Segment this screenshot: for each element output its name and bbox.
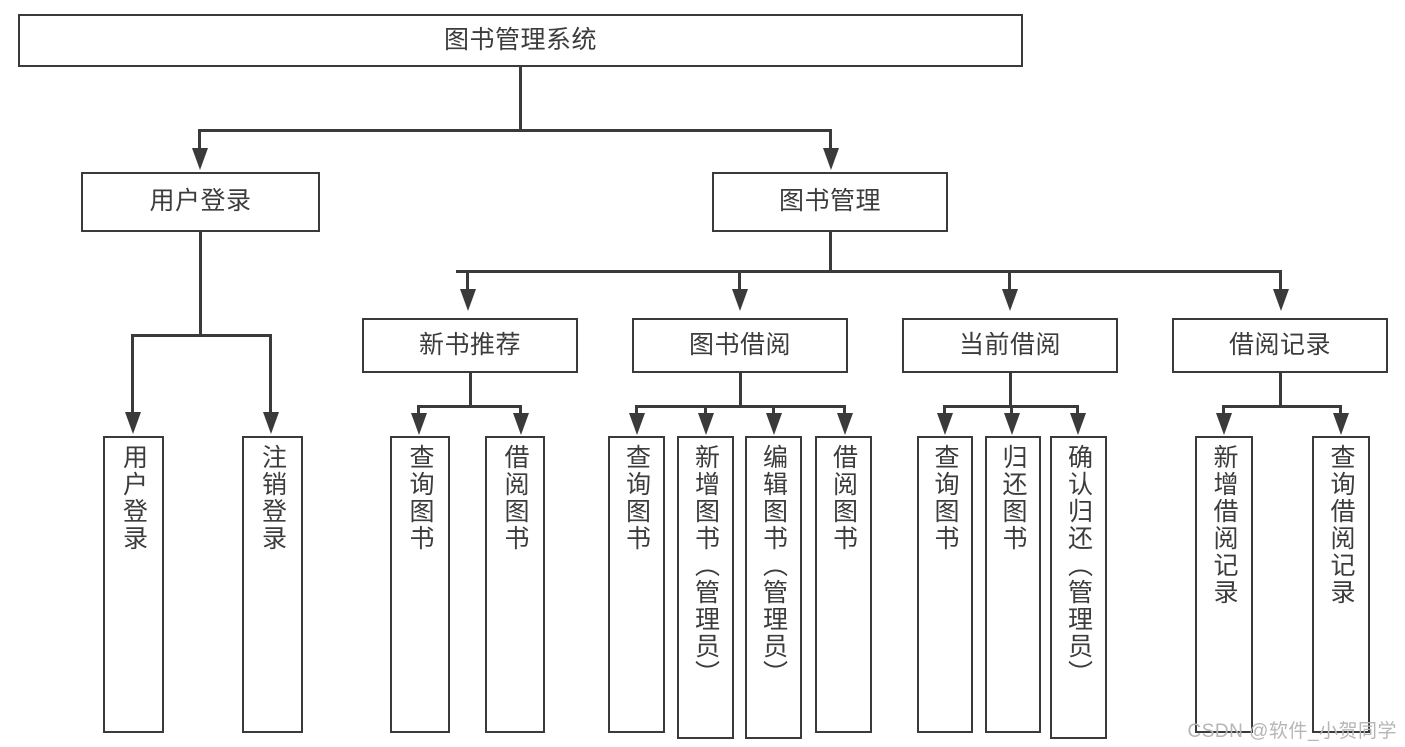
connector-root-bar — [198, 129, 832, 132]
connector-bm-c3 — [1008, 270, 1011, 290]
arrow-to-leaf-user-login — [125, 412, 141, 434]
leaf-cb-query-book[interactable]: 查询图书 — [917, 436, 973, 733]
leaf-label: 用户登录 — [119, 444, 148, 552]
connector-root-to-book-management — [829, 129, 832, 149]
connector-bb-trunk — [739, 373, 742, 407]
leaf-cb-return-book[interactable]: 归还图书 — [985, 436, 1041, 733]
connector-root-to-user-login — [198, 129, 201, 149]
leaf-label: 新增图书（管理员） — [691, 444, 720, 687]
leaf-label: 查询借阅记录 — [1327, 444, 1355, 606]
leaf-nbr-query-book[interactable]: 查询图书 — [390, 436, 450, 733]
connector-bb-c1 — [635, 405, 638, 415]
node-label: 借阅记录 — [1228, 330, 1331, 359]
node-label: 图书管理系统 — [443, 25, 597, 54]
leaf-bb-query-book[interactable]: 查询图书 — [608, 436, 665, 733]
connector-br-bar — [1222, 405, 1342, 408]
leaf-bb-add-book[interactable]: 新增图书（管理员） — [677, 436, 734, 739]
leaf-nbr-borrow-book[interactable]: 借阅图书 — [485, 436, 545, 733]
leaf-logout[interactable]: 注销登录 — [242, 436, 303, 733]
arrow-to-leaf-bb-edit-book — [766, 413, 782, 435]
connector-bb-bar — [635, 405, 846, 408]
arrow-to-leaf-logout — [263, 412, 279, 434]
connector-nbr-trunk — [469, 373, 472, 407]
node-label: 图书管理 — [778, 187, 881, 216]
node-label: 用户登录 — [149, 187, 252, 216]
connector-user-login-right — [269, 334, 272, 414]
arrow-to-leaf-br-add-record — [1216, 413, 1232, 435]
connector-cb-c3 — [1076, 405, 1079, 415]
connector-br-trunk — [1279, 373, 1282, 407]
arrow-to-book-management — [823, 148, 839, 170]
arrow-to-new-book-recommend — [460, 289, 476, 311]
leaf-br-add-record[interactable]: 新增借阅记录 — [1195, 436, 1253, 733]
node-new-book-recommend[interactable]: 新书推荐 — [362, 318, 578, 373]
node-current-borrow[interactable]: 当前借阅 — [902, 318, 1118, 373]
arrow-to-user-login — [192, 148, 208, 170]
node-user-login[interactable]: 用户登录 — [81, 172, 320, 232]
connector-user-login-left — [131, 334, 134, 414]
leaf-br-query-record[interactable]: 查询借阅记录 — [1312, 436, 1370, 733]
arrow-to-leaf-cb-confirm-return — [1070, 413, 1086, 435]
arrow-to-leaf-br-query-record — [1333, 413, 1349, 435]
leaf-label: 查询图书 — [406, 444, 434, 552]
arrow-to-leaf-cb-return-book — [1004, 413, 1020, 435]
leaf-bb-borrow-book[interactable]: 借阅图书 — [815, 436, 872, 733]
leaf-label: 归还图书 — [999, 444, 1027, 552]
connector-bm-c1 — [466, 270, 469, 290]
connector-nbr-bar — [417, 405, 522, 408]
connector-cb-trunk — [1009, 373, 1012, 407]
connector-book-management-bar — [456, 270, 1282, 273]
arrow-to-leaf-cb-query-book — [937, 413, 953, 435]
leaf-label: 借阅图书 — [829, 444, 858, 552]
leaf-user-login[interactable]: 用户登录 — [103, 436, 164, 733]
connector-nbr-c1 — [417, 405, 420, 415]
arrow-to-leaf-bb-query-book — [629, 413, 645, 435]
arrow-to-leaf-bb-borrow-book — [837, 413, 853, 435]
node-label: 图书借阅 — [688, 330, 791, 359]
leaf-label: 编辑图书（管理员） — [759, 444, 788, 687]
leaf-label: 借阅图书 — [501, 444, 529, 552]
node-label: 新书推荐 — [418, 330, 521, 359]
arrow-to-leaf-nbr-query-book — [411, 413, 427, 435]
node-root-book-management-system[interactable]: 图书管理系统 — [18, 14, 1023, 67]
arrow-to-current-borrow — [1002, 289, 1018, 311]
node-book-borrow[interactable]: 图书借阅 — [632, 318, 848, 373]
leaf-bb-edit-book[interactable]: 编辑图书（管理员） — [745, 436, 802, 739]
connector-bb-c4 — [843, 405, 846, 415]
connector-bb-c2 — [704, 405, 707, 415]
connector-br-c2 — [1339, 405, 1342, 415]
leaf-label: 新增借阅记录 — [1210, 444, 1238, 606]
leaf-label: 查询图书 — [622, 444, 651, 552]
connector-user-login-bar — [131, 334, 271, 337]
leaf-label: 确认归还（管理员） — [1064, 444, 1093, 687]
connector-book-management-trunk — [829, 232, 832, 272]
leaf-label: 注销登录 — [258, 444, 287, 552]
connector-br-c1 — [1222, 405, 1225, 415]
node-label: 当前借阅 — [958, 330, 1061, 359]
node-borrow-record[interactable]: 借阅记录 — [1172, 318, 1388, 373]
node-book-management[interactable]: 图书管理 — [712, 172, 948, 232]
connector-bm-c2 — [738, 270, 741, 290]
arrow-to-leaf-nbr-borrow-book — [513, 413, 529, 435]
connector-bm-c4 — [1279, 270, 1282, 290]
leaf-cb-confirm-return[interactable]: 确认归还（管理员） — [1050, 436, 1107, 739]
connector-cb-c1 — [943, 405, 946, 415]
arrow-to-borrow-record — [1273, 289, 1289, 311]
connector-cb-c2 — [1010, 405, 1013, 415]
connector-bb-c3 — [772, 405, 775, 415]
connector-nbr-c2 — [519, 405, 522, 415]
arrow-to-book-borrow — [732, 289, 748, 311]
connector-user-login-trunk — [199, 232, 202, 336]
connector-root-trunk — [519, 67, 522, 131]
leaf-label: 查询图书 — [931, 444, 959, 552]
arrow-to-leaf-bb-add-book — [698, 413, 714, 435]
